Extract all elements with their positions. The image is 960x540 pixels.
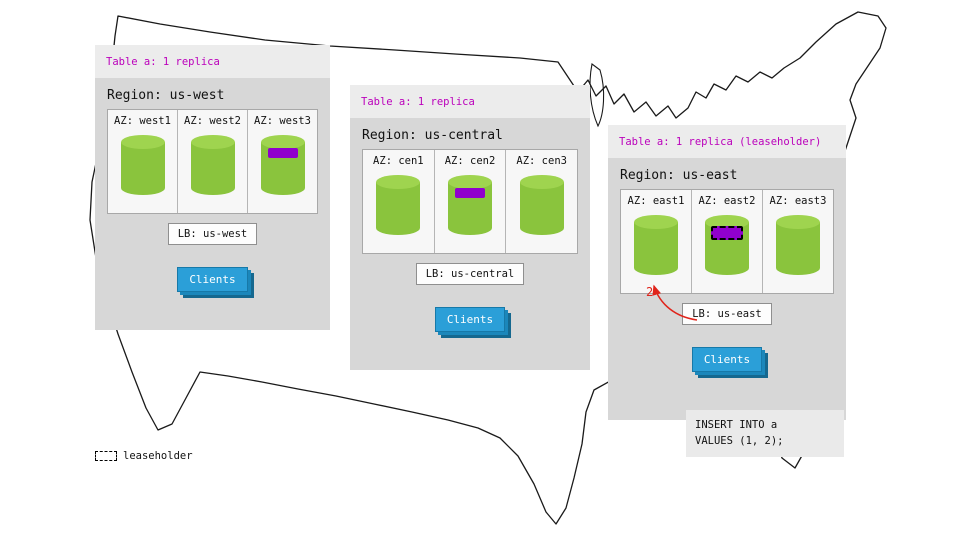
replica-band (455, 188, 485, 198)
region-title: Region: us-central (362, 128, 503, 143)
clients-button[interactable]: Clients (177, 267, 248, 292)
database-cylinder-icon (259, 133, 307, 197)
region-panel-us-central: Table a: 1 replica Region: us-central AZ… (350, 85, 590, 370)
load-balancer-label: LB: us-central (415, 263, 525, 285)
replica-band (267, 148, 298, 158)
region-title: Region: us-west (107, 88, 225, 103)
table-replica-header: Table a: 1 replica (leaseholder) (608, 125, 846, 158)
az-label: AZ: east2 (698, 195, 756, 207)
az-label: AZ: cen3 (516, 155, 567, 167)
database-cylinder-icon (374, 173, 422, 237)
database-cylinder-icon (446, 173, 494, 237)
az-label: AZ: east1 (627, 195, 685, 207)
az-column-west2: AZ: west2 (177, 110, 247, 213)
leaseholder-band (711, 226, 743, 240)
region-panel-us-east: Table a: 1 replica (leaseholder) Region:… (608, 125, 846, 420)
sql-line: INSERT INTO a (695, 419, 778, 431)
great-lake-outline (589, 63, 605, 128)
load-balancer-label: LB: us-west (167, 223, 258, 245)
az-column-east1: AZ: east1 (621, 190, 691, 293)
region-panel-us-west: Table a: 1 replica Region: us-west AZ: w… (95, 45, 330, 330)
legend: leaseholder (95, 450, 193, 462)
clients-button[interactable]: Clients (434, 307, 506, 332)
az-label: AZ: west2 (184, 115, 241, 127)
az-column-east2: AZ: east2 (691, 190, 762, 293)
az-label: AZ: cen2 (444, 155, 496, 167)
region-body: Region: us-central AZ: cen1 AZ: cen2 AZ:… (350, 118, 590, 370)
az-column-west3: AZ: west3 (247, 110, 317, 213)
az-label: AZ: east3 (769, 195, 827, 207)
database-cylinder-icon (703, 213, 751, 277)
az-label: AZ: cen1 (373, 155, 424, 167)
load-balancer-label: LB: us-east (682, 303, 772, 325)
table-replica-label: Table a: 1 replica (leaseholder) (619, 135, 822, 148)
sql-line: VALUES (1, 2); (695, 435, 784, 448)
database-cylinder-icon (632, 213, 680, 277)
az-label: AZ: west1 (114, 115, 171, 127)
arrow-step-number: 2 (646, 285, 654, 299)
table-replica-header: Table a: 1 replica (350, 85, 590, 118)
region-body: Region: us-west AZ: west1 AZ: west2 AZ: … (95, 78, 330, 330)
az-group: AZ: east1 AZ: east2 AZ: east3 (620, 189, 834, 294)
database-cylinder-icon (518, 173, 566, 237)
table-replica-label: Table a: 1 replica (361, 95, 475, 108)
sql-statement: INSERT INTO a VALUES (1, 2); (686, 410, 844, 457)
region-title: Region: us-east (620, 168, 738, 183)
az-column-cen2: AZ: cen2 (433, 150, 506, 253)
az-column-cen1: AZ: cen1 (363, 150, 434, 253)
legend-label: leaseholder (123, 450, 193, 462)
database-cylinder-icon (119, 133, 167, 197)
database-cylinder-icon (774, 213, 822, 277)
az-group: AZ: cen1 AZ: cen2 AZ: cen3 (362, 149, 578, 254)
leaseholder-swatch-icon (95, 451, 117, 461)
database-cylinder-icon (189, 133, 237, 197)
clients-button[interactable]: Clients (691, 347, 763, 372)
az-group: AZ: west1 AZ: west2 AZ: west3 (107, 109, 318, 214)
az-column-east3: AZ: east3 (762, 190, 833, 293)
az-column-west1: AZ: west1 (108, 110, 177, 213)
table-replica-label: Table a: 1 replica (106, 55, 220, 68)
az-label: AZ: west3 (254, 115, 311, 127)
az-column-cen3: AZ: cen3 (505, 150, 577, 253)
region-body: Region: us-east AZ: east1 AZ: east2 AZ: … (608, 158, 846, 420)
table-replica-header: Table a: 1 replica (95, 45, 330, 78)
